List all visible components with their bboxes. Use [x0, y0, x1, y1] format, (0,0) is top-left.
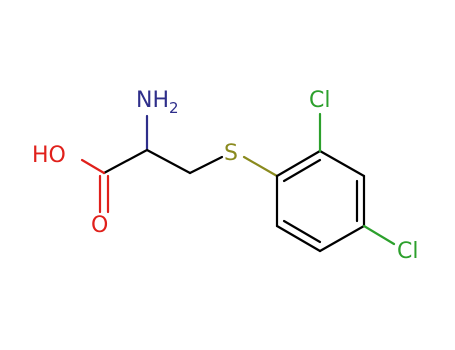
ring-inner-3 [282, 219, 322, 244]
ring-inner-1 [282, 158, 322, 183]
amine-label: NH2 [136, 88, 179, 117]
carbonyl-oxygen-label: O [91, 213, 108, 238]
bond-ca-cb [145, 148, 192, 175]
bond-ring-cl-para [362, 224, 396, 246]
sulfur-label: S [224, 141, 238, 166]
ring-bond-2 [318, 149, 366, 178]
bond-ca-cc [102, 148, 149, 175]
chlorine-ortho-label: Cl [309, 88, 330, 113]
ring-bond-5 [275, 224, 322, 253]
bond-cc-oh [80, 158, 106, 175]
ring-bond-1 [275, 149, 322, 178]
bond-s-ring [242, 155, 279, 178]
bond-cb-s [188, 155, 224, 175]
chlorine-para-label: Cl [397, 239, 418, 264]
hydroxyl-label: HO [32, 143, 66, 168]
ring-bond-4 [318, 224, 366, 253]
